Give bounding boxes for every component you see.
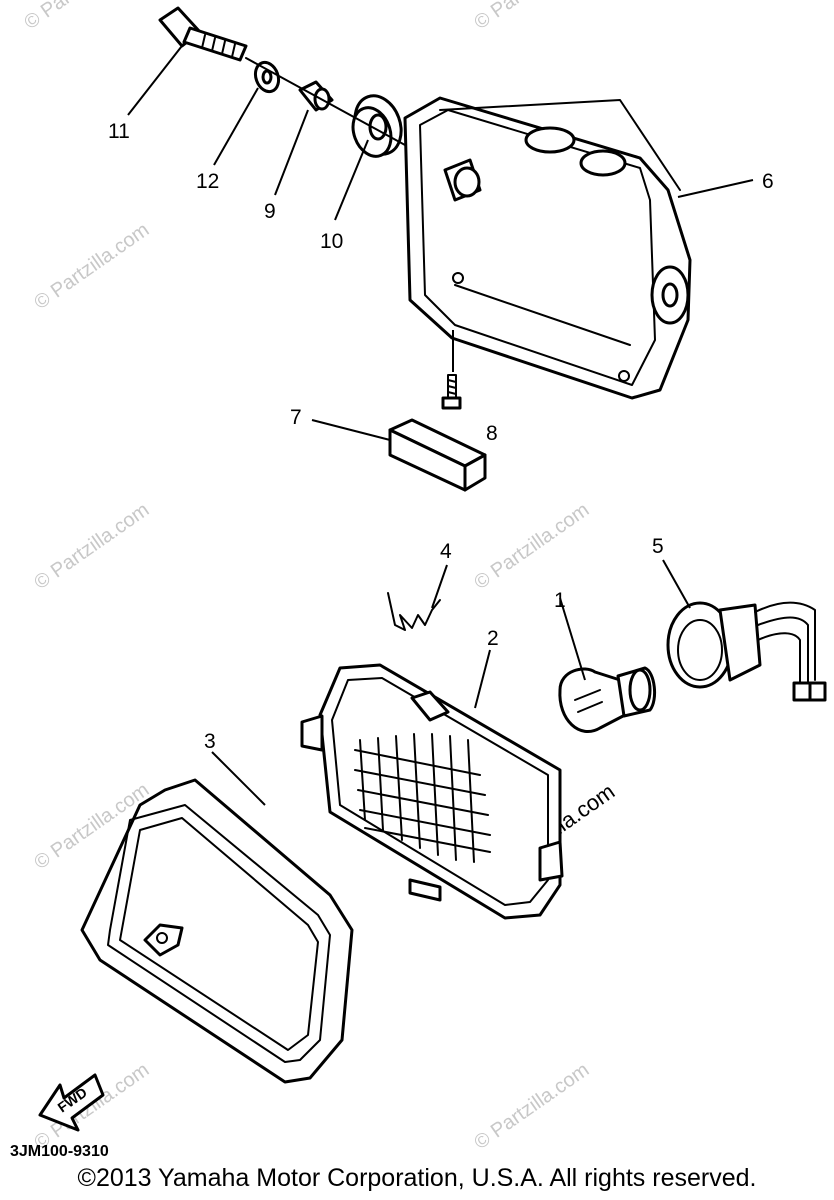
- callout-10: 10: [320, 230, 343, 253]
- fwd-arrow-icon: FWD: [38, 1073, 105, 1132]
- callout-5: 5: [652, 535, 664, 558]
- part-11-bolt: [158, 6, 248, 62]
- callout-1: 1: [554, 589, 566, 612]
- callout-12: 12: [196, 170, 219, 193]
- callout-8: 8: [486, 422, 498, 445]
- copyright-notice: ©2013 Yamaha Motor Corporation, U.S.A. A…: [77, 1164, 757, 1192]
- part-1-bulb: [558, 666, 657, 734]
- diagram-code: 3JM100-9310: [10, 1143, 109, 1160]
- callout-7: 7: [290, 406, 302, 429]
- part-5-socket: [666, 601, 827, 702]
- watermark: © Partzilla.com: [30, 219, 153, 314]
- part-6-housing: [403, 96, 692, 400]
- callout-9: 9: [264, 200, 276, 223]
- callout-6: 6: [762, 170, 774, 193]
- callout-11: 11: [108, 120, 130, 143]
- part-8-screw: [441, 374, 462, 410]
- callout-2: 2: [487, 627, 499, 650]
- callout-3: 3: [204, 730, 216, 753]
- leader-lines: [127, 41, 754, 806]
- callout-labels: 11 12 9 10 6 8 7 4 5 1 2 3: [108, 120, 774, 753]
- watermark: © Partzilla.com: [470, 499, 593, 594]
- watermark: © Partzilla.com: [20, 0, 143, 34]
- part-12-washer: [253, 60, 281, 94]
- callout-4: 4: [440, 540, 452, 563]
- part-3-rim: [80, 778, 354, 1084]
- part-7-block: [388, 418, 487, 492]
- watermark: © Partzilla.com: [470, 0, 593, 34]
- part-2-lens: [300, 663, 564, 920]
- part-4-clip: [387, 592, 441, 631]
- watermark: © Partzilla.com: [470, 1059, 593, 1154]
- watermark: © Partzilla.com: [30, 499, 153, 594]
- part-10-grommet: [351, 94, 403, 158]
